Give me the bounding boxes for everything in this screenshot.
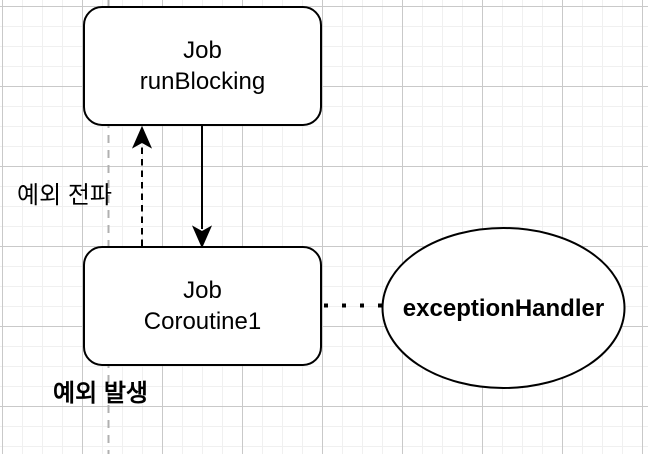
node-run-blocking-shape	[83, 6, 322, 126]
arrowhead-down-icon	[191, 225, 213, 249]
solid-arrow-parent-to-child	[191, 126, 213, 249]
node-exception-handler-shape	[381, 227, 626, 389]
dashed-arrow-exception-propagation	[131, 125, 153, 246]
annotation-exception-occurrence: 예외 발생	[53, 380, 148, 407]
annotation-exception-propagation: 예외 전파	[17, 182, 112, 209]
arrowhead-up-icon	[131, 125, 153, 149]
node-coroutine1-shape	[83, 246, 322, 366]
